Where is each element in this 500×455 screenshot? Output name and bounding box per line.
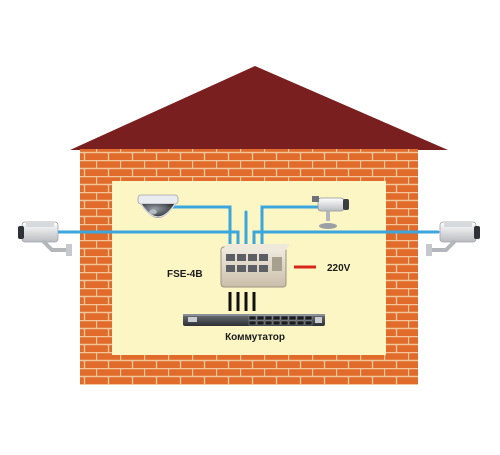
bullet-camera-icon [426,221,480,256]
network-switch-icon [183,314,325,326]
switch-label: Коммутатор [225,332,285,343]
box-camera-icon [312,196,349,229]
power-label: 220V [327,263,351,274]
poe-injector-icon [220,244,290,288]
network-cables [50,205,440,249]
ethernet-cables [228,292,256,311]
house-roof [70,66,448,150]
bullet-camera-icon [18,221,72,256]
injector-label: FSE-4B [167,269,203,280]
dome-camera-icon [137,194,179,218]
